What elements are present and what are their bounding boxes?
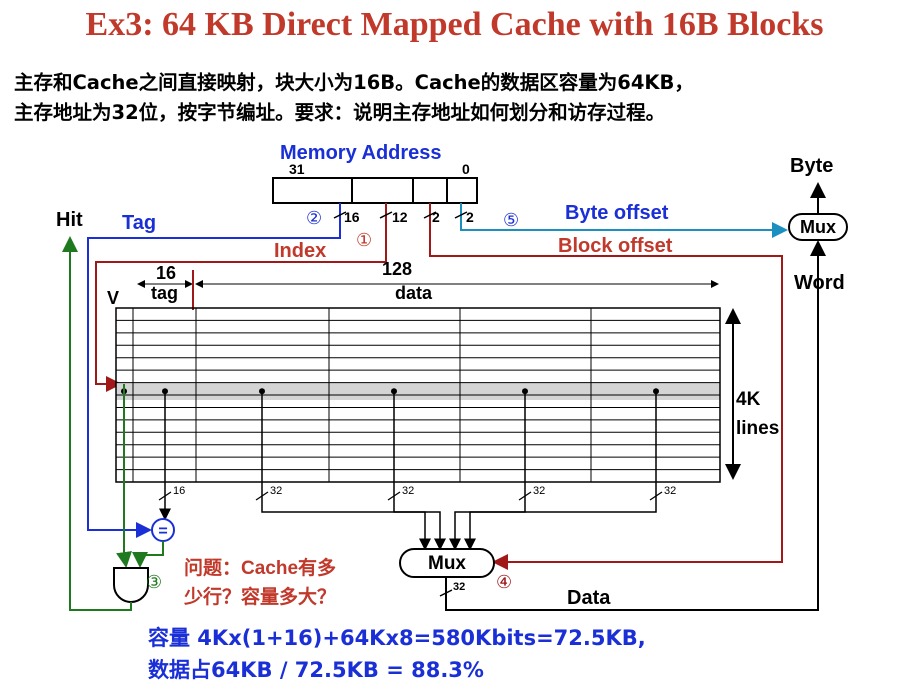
data-width-label: 128 (382, 259, 412, 279)
byte-mux-label: Mux (800, 217, 836, 237)
tag-wire (87, 203, 347, 538)
data-mux-label: Mux (428, 553, 466, 574)
word-0-readout-bus-width: 32 (270, 485, 282, 497)
tag-label: Tag (122, 212, 156, 234)
comparator-equals: = (158, 523, 167, 540)
address-bit-low: 0 (462, 161, 470, 177)
valid-bit-wire (116, 384, 132, 568)
valid-column-label: V (107, 288, 119, 308)
compare-output-wire (132, 541, 164, 568)
word-3-readout-bus-width: 32 (664, 485, 676, 497)
memory-address-label: Memory Address (280, 142, 442, 164)
step-3-marker: ③ (146, 572, 162, 593)
and-gate (113, 567, 149, 603)
lines-count-label: 4K (736, 389, 761, 410)
index-label: Index (274, 240, 326, 262)
question-line-2: 少行？容量多大？ (183, 585, 336, 608)
question-line-1: 问题：Cache有多 (184, 556, 336, 579)
byte-offset-field-width: 2 (466, 209, 474, 225)
word-1-readout-bus-slash (387, 491, 401, 501)
description-line-1: 主存和Cache之间直接映射，块大小为16B。Cache的数据区容量为64KB， (14, 71, 694, 94)
step-1-marker: ① (356, 230, 372, 251)
byte-offset-label: Byte offset (565, 202, 669, 224)
data-column-label: data (395, 283, 433, 303)
slide-title: Ex3: 64 KB Direct Mapped Cache with 16B … (85, 6, 824, 43)
index-wire (95, 203, 393, 392)
word-3-readout-bus-slash (649, 491, 663, 501)
data-output-label: Data (567, 587, 611, 609)
indexed-row-highlight (116, 382, 720, 400)
block-offset-wire (423, 203, 783, 570)
word-2-readout-bus-width: 32 (533, 485, 545, 497)
step-4-marker: ④ (496, 572, 512, 593)
cache-table: 16 32 32 32 32 (115, 307, 721, 551)
answer-line-1: 容量 4Kx(1+16)+64Kx8=580Kbits=72.5KB, (148, 626, 646, 650)
data-output-wire (439, 240, 826, 611)
tag-field-width: 16 (344, 209, 360, 225)
word-3-readout-wire (464, 391, 657, 551)
tag-width-label: 16 (156, 263, 176, 283)
byte-label: Byte (790, 155, 833, 177)
word-0-readout-bus-slash (255, 491, 269, 501)
word-0-readout-wire (261, 391, 431, 551)
tag-readout-bus-width: 16 (173, 485, 185, 497)
address-bit-high: 31 (289, 161, 305, 177)
tag-column-label: tag (151, 283, 178, 303)
step-2-marker: ② (306, 208, 322, 229)
word-label: Word (794, 272, 845, 294)
answer-line-2: 数据占64KB / 72.5KB = 88.3% (148, 658, 484, 682)
step-5-marker: ⑤ (503, 210, 519, 231)
hit-label: Hit (56, 209, 83, 231)
word-1-readout-bus-width: 32 (402, 485, 414, 497)
output-bus-width: 32 (453, 581, 465, 593)
address-register (272, 177, 478, 204)
index-field-width: 12 (392, 209, 408, 225)
word-1-readout-wire (393, 391, 446, 551)
description-line-2: 主存地址为32位，按字节编址。要求：说明主存地址如何划分和访存过程。 (14, 101, 666, 124)
word-2-readout-bus-slash (518, 491, 532, 501)
hit-wire (62, 236, 132, 611)
word-2-readout-wire (449, 391, 526, 551)
block-offset-field-width: 2 (432, 209, 440, 225)
block-offset-label: Block offset (558, 235, 673, 257)
tag-readout-bus-slash (158, 491, 172, 501)
lines-word-label: lines (736, 418, 779, 439)
byte-offset-wire (454, 203, 788, 238)
data-mux (399, 548, 495, 578)
